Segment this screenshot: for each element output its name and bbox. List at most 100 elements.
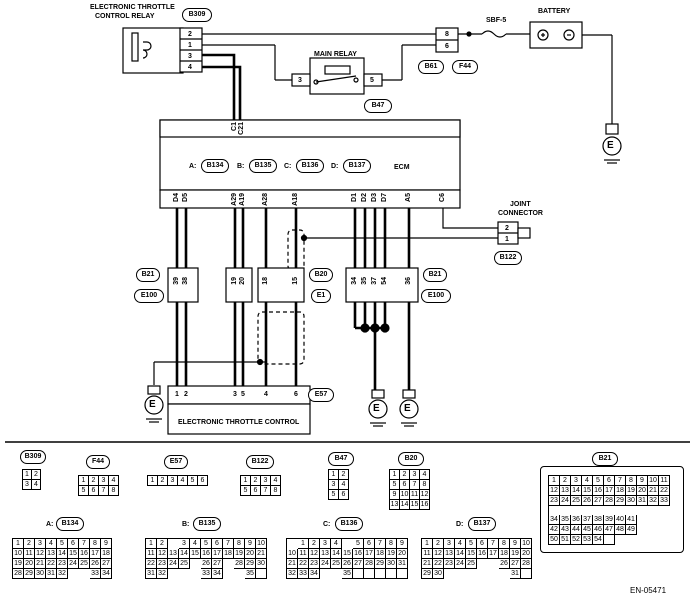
pin-cell: 4 [32, 480, 41, 490]
battery-label: BATTERY [538, 8, 571, 15]
pin-cell: 12 [157, 549, 168, 559]
pin-cell: 16 [477, 549, 488, 559]
pin-cell: 1 [13, 539, 24, 549]
ecm-pin: D2 [361, 193, 368, 202]
pin-cell: 31 [46, 569, 57, 579]
pin-cell: 13 [46, 549, 57, 559]
etc-pin: 1 [175, 391, 179, 398]
ecm-legend-id: B136 [296, 159, 324, 173]
pin-cell: 11 [146, 549, 157, 559]
pin-cell [364, 569, 375, 579]
ecm-pin: A19 [239, 193, 246, 206]
conn-b47-grid: 1 2 3 4 5 6 [328, 469, 349, 500]
pin-cell [604, 535, 615, 545]
pin-cell: 14 [179, 549, 190, 559]
pin-cell: 28 [234, 559, 245, 569]
conn-b47-id: B47 [328, 452, 354, 466]
pin-cell [648, 506, 659, 515]
pin-cell: 4 [46, 539, 57, 549]
pin-cell: 31 [637, 496, 648, 506]
pin-cell: 3 [261, 476, 271, 486]
pin-cell: 7 [79, 539, 90, 549]
pin-cell: 10 [521, 539, 532, 549]
pin-cell [593, 506, 604, 515]
ecm-legend-id: B134 [201, 159, 229, 173]
pin-cell: 19 [626, 486, 637, 496]
pin-cell: 6 [89, 486, 99, 496]
pin-cell [466, 569, 477, 578]
pin-cell: 17 [90, 549, 101, 559]
pin-cell [549, 506, 560, 515]
pin-cell: 10 [256, 539, 267, 549]
junction-left [167, 267, 199, 303]
ecm-pin: D7 [381, 193, 388, 202]
pin-cell: 4 [271, 476, 281, 486]
relay-pin: 3 [188, 53, 192, 60]
pin-cell: 8 [271, 486, 281, 496]
pin-cell: 39 [604, 515, 615, 525]
junction-pin: 19 [231, 277, 238, 285]
pin-cell [444, 569, 455, 578]
pin-cell: 3 [329, 480, 339, 490]
pin-cell: 14 [400, 500, 410, 510]
ground-icon: E [404, 403, 411, 414]
pin-cell: 4 [331, 539, 342, 549]
pin-cell: 2 [89, 476, 99, 486]
pin-cell: 7 [223, 539, 234, 549]
pin-cell: 46 [593, 525, 604, 535]
pin-cell: 30 [433, 569, 444, 579]
pin-cell [604, 506, 615, 515]
pin-cell: 23 [157, 559, 168, 569]
pin-cell: 15 [190, 549, 201, 559]
pin-cell [477, 559, 488, 568]
pin-cell: 14 [331, 549, 342, 559]
pin-cell [223, 559, 234, 568]
pin-cell: 12 [309, 549, 320, 559]
junction-mid [257, 267, 305, 303]
pin-cell: 7 [261, 486, 271, 496]
pin-cell: 29 [375, 559, 386, 569]
pin-cell: 21 [287, 559, 298, 569]
pin-cell [659, 506, 670, 515]
pin-cell: 5 [201, 539, 212, 549]
pin-cell: 30 [256, 559, 267, 569]
pin-cell: 6 [364, 539, 375, 549]
pin-cell [571, 506, 582, 515]
conn-prefix: C: [323, 521, 331, 528]
pin-cell: 27 [510, 559, 521, 569]
pin-cell: 37 [582, 515, 593, 525]
pin-cell: 4 [109, 476, 119, 486]
pin-cell: 20 [637, 486, 648, 496]
ecm-legend-prefix: D: [331, 163, 339, 170]
ecm-pin: D5 [182, 193, 189, 202]
ecm-legend-prefix: B: [237, 163, 245, 170]
pin-cell: 5 [466, 539, 477, 549]
pin-cell: 20 [24, 559, 35, 569]
ecm-top-pin: C1 [231, 122, 238, 131]
pin-cell: 28 [521, 559, 532, 569]
pin-cell: 2 [400, 470, 410, 480]
pin-cell: 8 [386, 539, 397, 549]
conn-b135-id: B135 [193, 517, 221, 531]
pin-cell: 3 [99, 476, 109, 486]
pin-cell: 17 [364, 549, 375, 559]
pin-cell [79, 569, 90, 578]
pin-cell: 8 [234, 539, 245, 549]
pin-cell: 1 [146, 539, 157, 549]
pin-cell [488, 569, 499, 578]
junction-pin: 38 [182, 277, 189, 285]
pin-cell: 23 [444, 559, 455, 569]
pin-cell: 17 [604, 486, 615, 496]
pin-cell: 6 [68, 539, 79, 549]
pin-cell: 2 [158, 476, 168, 486]
pin-cell: 11 [298, 549, 309, 559]
pin-cell [397, 569, 408, 579]
ground-icon: E [149, 399, 156, 410]
pin-cell: 35 [245, 569, 256, 579]
pin-cell: 21 [256, 549, 267, 559]
pin-cell [637, 515, 648, 524]
pin-cell [521, 569, 532, 579]
conn-b134-id: B134 [56, 517, 84, 531]
